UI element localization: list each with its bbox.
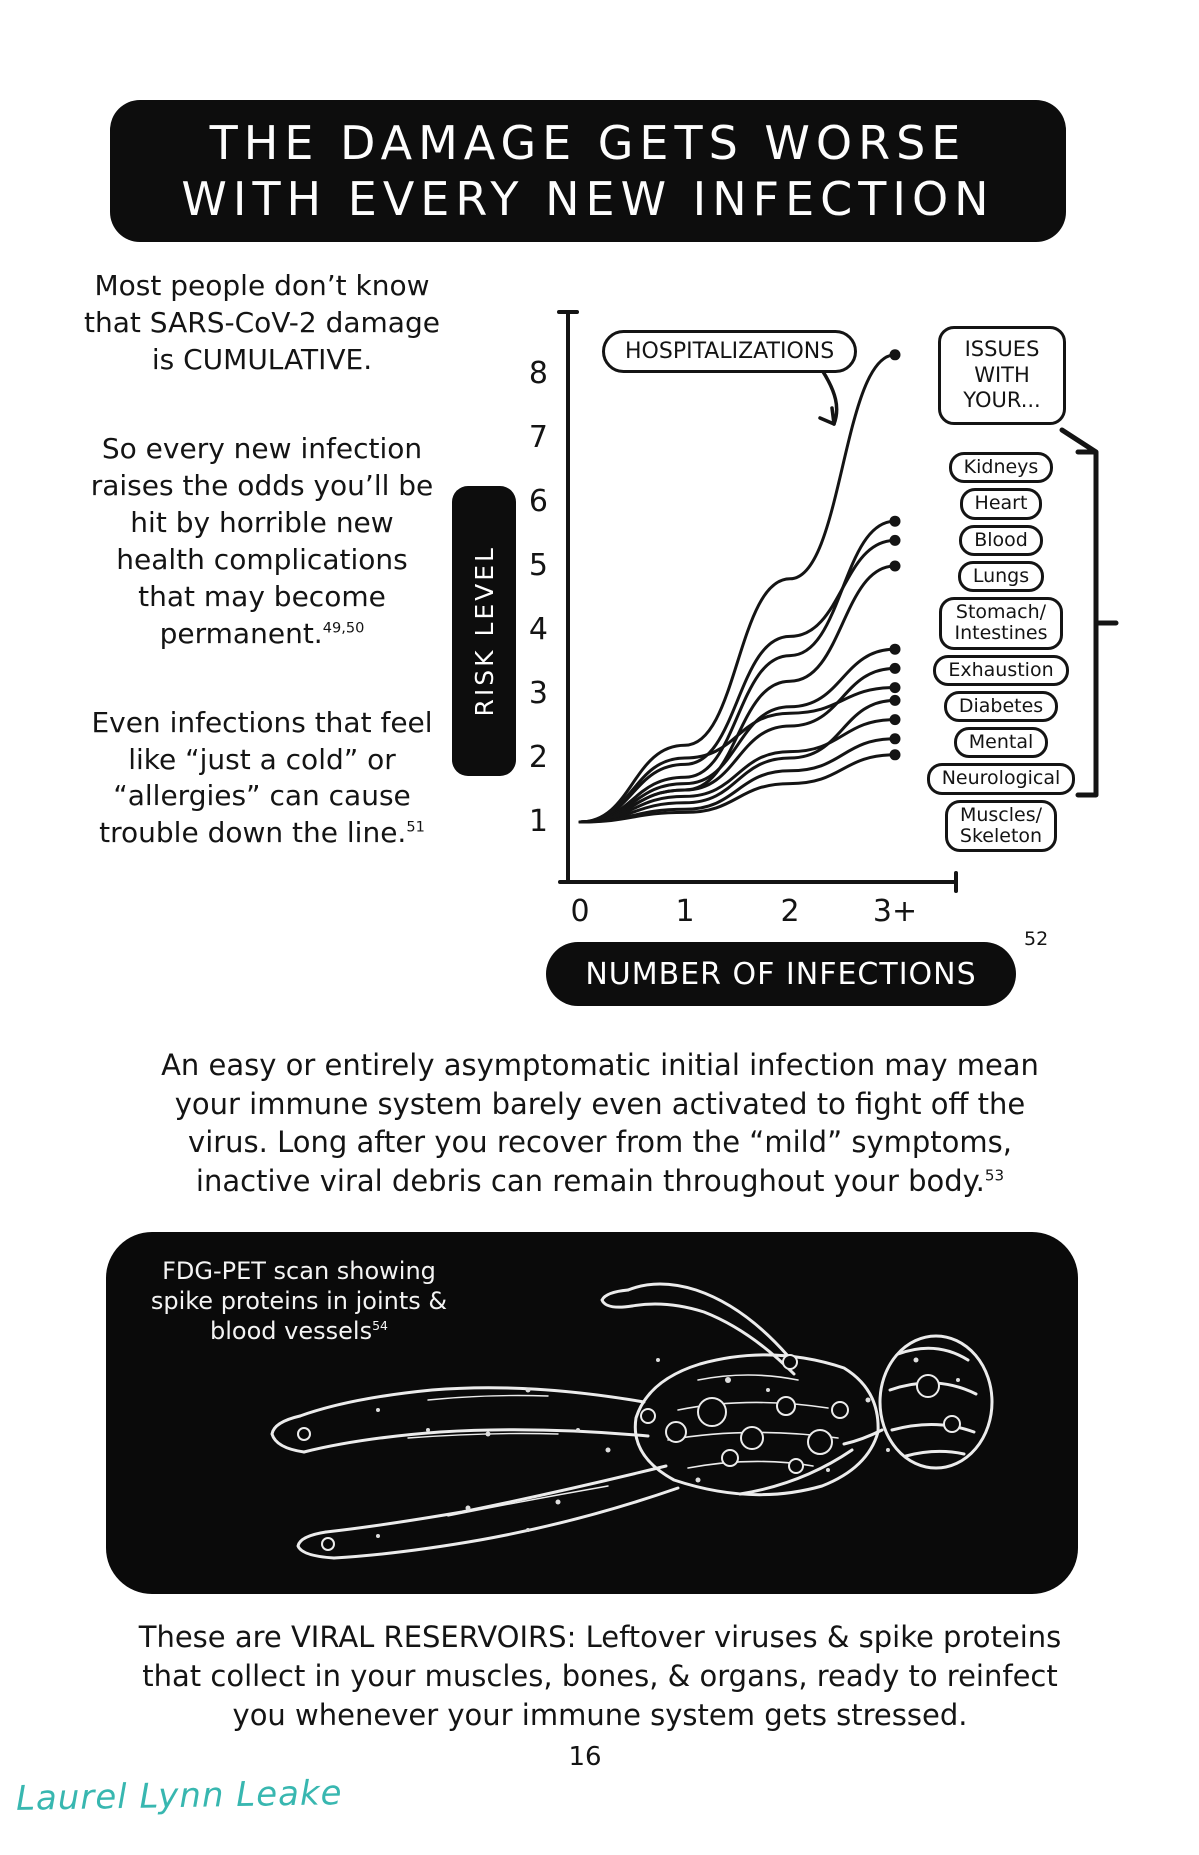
chart-endpoint-dot [889,534,901,546]
fdg-pet-caption-text: FDG-PET scan showing spike proteins in j… [150,1257,448,1345]
legend-item-stomach-intestines: Stomach/ Intestines [939,597,1063,650]
chart-line-neurological [578,737,897,824]
left-text-column: Most people don’t know that SARS-CoV-2 d… [84,268,440,852]
fdg-pet-caption: FDG-PET scan showing spike proteins in j… [132,1256,466,1346]
chart-endpoint-dot [889,643,901,655]
x-axis-label-banner: NUMBER OF INFECTIONS [546,942,1016,1006]
chart-line-stomach-intestines [578,666,897,824]
chart-endpoint-dot [889,349,901,361]
footnote-ref-53: 53 [984,1166,1005,1185]
chart-endpoint-dot [889,515,901,527]
legend-item-muscles-skeleton: Muscles/ Skeleton [944,799,1058,853]
legend-bracket-icon [1059,427,1119,798]
chart-series-layer [578,349,901,824]
y-tick-8: 8 [528,356,548,391]
x-tick-0: 0 [570,894,590,929]
legend-column: Kidneys Heart Blood Lungs Stomach/ Intes… [918,452,1084,853]
y-tick-4: 4 [528,612,548,647]
legend-title-bubble: ISSUES WITH YOUR... [938,326,1066,425]
legend-item-lungs: Lungs [957,560,1045,593]
chart-line-diabetes [578,698,897,824]
legend-item-heart: Heart [959,488,1043,520]
paragraph-viral-reservoirs: These are VIRAL RESERVOIRS: Leftover vir… [124,1618,1076,1735]
paragraph-new-infection-odds-text: So every new infection raises the odds y… [90,431,434,650]
y-tick-2: 2 [528,740,548,775]
page-title-line-1: THE DAMAGE GETS WORSE [209,115,967,170]
x-axis-label: NUMBER OF INFECTIONS [585,956,977,992]
chart-endpoint-dot [889,662,901,674]
y-axis-label: RISK LEVEL [469,545,499,717]
paragraph-just-a-cold-text: Even infections that feel like “just a c… [91,705,433,850]
paragraph-just-a-cold: Even infections that feel like “just a c… [84,705,440,853]
x-tick-1: 1 [675,894,695,929]
chart-line-hospitalizations [578,353,897,824]
paragraph-cumulative-text: Most people don’t know that SARS-CoV-2 d… [84,269,440,376]
y-tick-6: 6 [528,484,548,519]
legend-item-blood: Blood [959,524,1043,556]
y-tick-1: 1 [528,804,548,839]
fdg-pet-panel: FDG-PET scan showing spike proteins in j… [106,1232,1078,1594]
footnote-ref-52: 52 [1024,928,1049,950]
fdg-pet-body-illustration [270,1282,994,1560]
hospitalizations-annotation: HOSPITALIZATIONS [602,330,858,373]
risk-level-chart [557,310,958,893]
chart-endpoint-dot [889,682,901,694]
paragraph-asymptomatic-infection-text: An easy or entirely asymptomatic initial… [161,1048,1039,1198]
chart-line-mental [578,718,897,824]
y-axis-label-banner: RISK LEVEL [452,486,516,776]
footnote-ref-49-50: 49,50 [322,619,365,637]
footnote-ref-51: 51 [406,819,425,837]
chart-line-muscles-skeleton [578,753,897,824]
chart-endpoint-dot [889,560,901,572]
chart-axes [557,310,958,893]
chart-endpoint-dot [889,694,901,706]
chart-line-kidneys [578,519,897,824]
chart-endpoint-dot [889,714,901,726]
page-number: 16 [568,1742,602,1772]
x-tick-3plus: 3+ [872,894,918,929]
chart-endpoint-dot [889,749,901,761]
y-tick-3: 3 [528,676,548,711]
legend-item-exhaustion: Exhaustion [933,654,1069,686]
chart-line-heart [578,538,897,824]
footnote-ref-54: 54 [372,1318,388,1333]
hospitalizations-arrow-icon [818,368,839,426]
author-signature: Laurel Lynn Leake [15,1773,343,1819]
chart-line-exhaustion [578,686,897,824]
legend-item-kidneys: Kidneys [948,452,1054,484]
x-tick-2: 2 [780,894,800,929]
paragraph-asymptomatic-infection: An easy or entirely asymptomatic initial… [138,1046,1062,1200]
paragraph-new-infection-odds: So every new infection raises the odds y… [84,431,440,653]
page-title-line-2: WITH EVERY NEW INFECTION [181,172,995,226]
chart-endpoint-dot [889,733,901,745]
legend-item-diabetes: Diabetes [943,690,1059,723]
paragraph-viral-reservoirs-text: These are VIRAL RESERVOIRS: Leftover vir… [138,1620,1062,1732]
y-tick-5: 5 [528,548,548,583]
y-tick-7: 7 [528,420,548,455]
chart-line-lungs [578,647,897,824]
title-banner: THE DAMAGE GETS WORSE WITH EVERY NEW INF… [110,100,1066,242]
legend-item-mental: Mental [953,727,1049,759]
paragraph-cumulative: Most people don’t know that SARS-CoV-2 d… [84,268,440,379]
legend-item-neurological: Neurological [926,763,1076,795]
chart-line-blood [578,564,897,824]
